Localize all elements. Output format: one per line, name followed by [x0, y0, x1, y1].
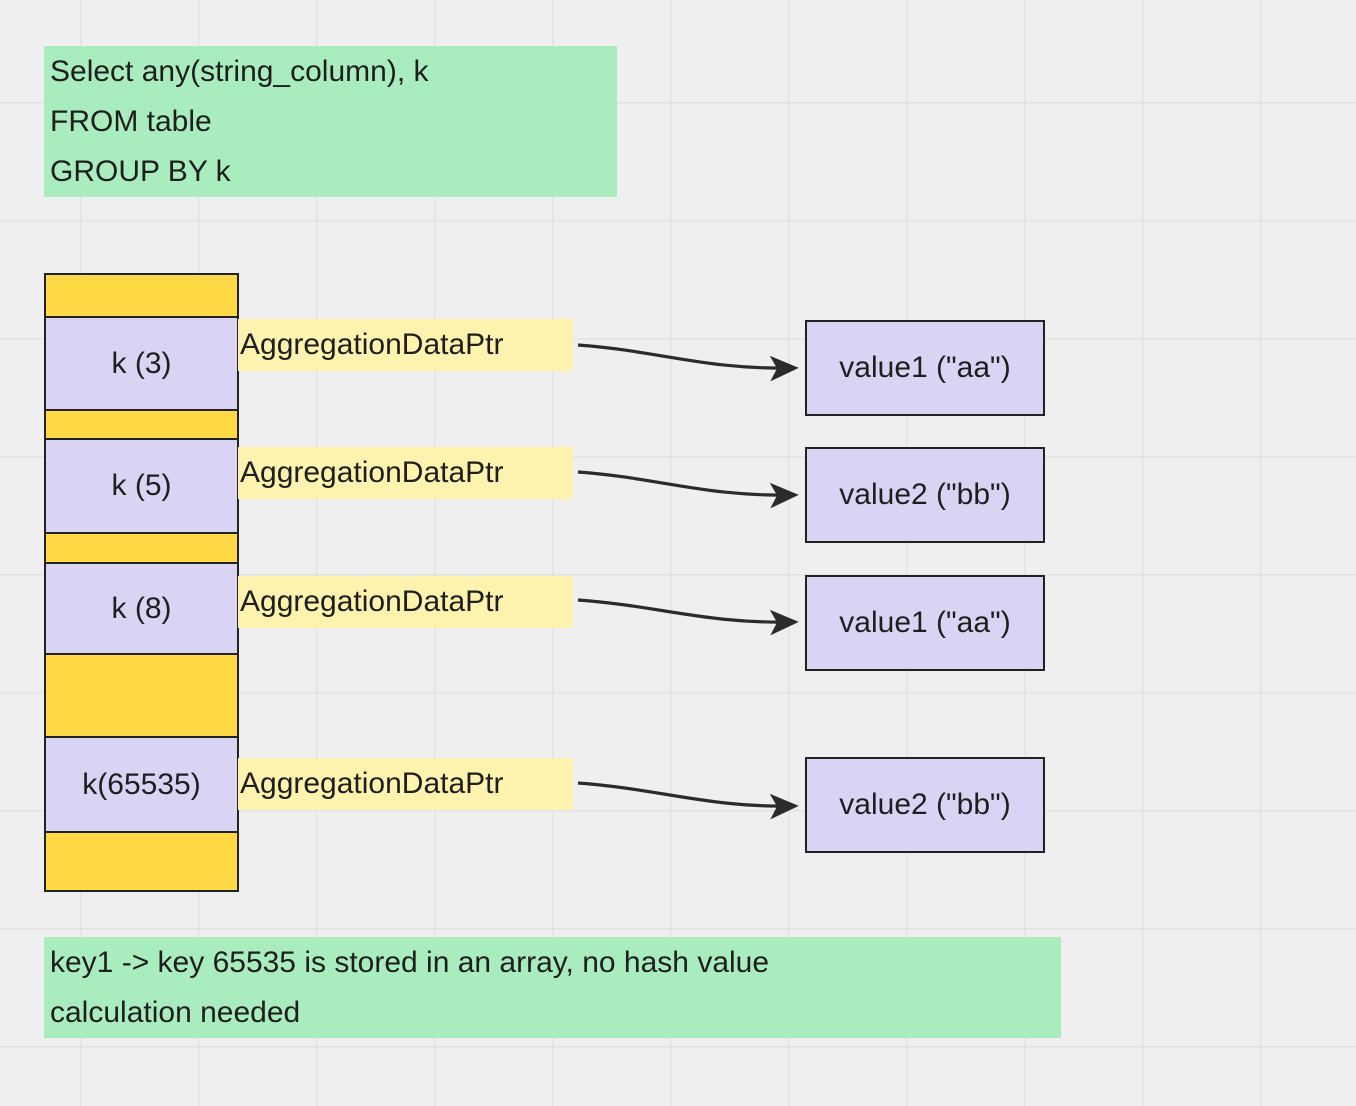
pointer-arrow-2 — [577, 470, 799, 509]
array-empty-slot — [44, 532, 239, 564]
array-key-cell-k3: k (3) — [44, 315, 239, 412]
array-key-cell-k8: k (8) — [44, 561, 239, 656]
sql-line-groupby: GROUP BY k — [50, 155, 231, 188]
aggregation-data-ptr-label-2: AggregationDataPtr — [238, 447, 573, 499]
value-box-4: value2 ("bb") — [805, 757, 1045, 853]
value-box-3: value1 ("aa") — [805, 575, 1045, 671]
aggregation-data-ptr-label-3: AggregationDataPtr — [238, 576, 573, 628]
sql-query-note: Select any(string_column), k FROM table … — [44, 46, 617, 197]
array-empty-slot — [44, 273, 239, 318]
pointer-arrow-3 — [577, 598, 799, 636]
pointer-arrow-4 — [577, 781, 799, 820]
pointer-arrow-1 — [577, 343, 799, 382]
array-empty-slot — [44, 409, 239, 440]
key-array-column: k (3) k (5) k (8) k(65535) — [44, 273, 239, 892]
array-empty-slot — [44, 653, 239, 738]
explanation-line-1: key1 -> key 65535 is stored in an array,… — [50, 946, 770, 979]
value-box-2: value2 ("bb") — [805, 447, 1045, 543]
array-explanation-note: key1 -> key 65535 is stored in an array,… — [44, 937, 1061, 1038]
aggregation-data-ptr-label-1: AggregationDataPtr — [238, 319, 573, 371]
array-key-cell-k5: k (5) — [44, 437, 239, 535]
value-box-1: value1 ("aa") — [805, 320, 1045, 416]
aggregation-data-ptr-label-4: AggregationDataPtr — [238, 758, 573, 810]
array-empty-slot — [44, 831, 239, 892]
sql-line-select: Select any(string_column), k — [50, 55, 429, 88]
array-key-cell-k65535: k(65535) — [44, 735, 239, 834]
explanation-line-2: calculation needed — [50, 996, 301, 1029]
sql-line-from: FROM table — [50, 105, 212, 138]
